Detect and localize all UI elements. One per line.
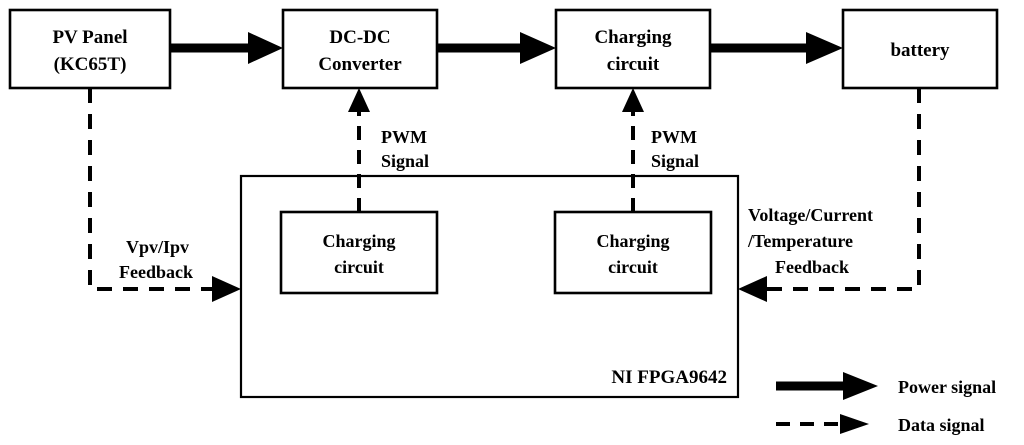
dc-dc-converter-block: DC-DC Converter — [281, 8, 439, 90]
charging-circuit-label-line1: Charging — [594, 27, 672, 48]
dc-dc-converter-label-line2: Converter — [318, 54, 402, 75]
battery-block: battery — [841, 8, 999, 90]
pwm-signal-left-label: PWM Signal — [381, 127, 429, 171]
power-arrow-converter-to-charging — [437, 32, 556, 64]
pwm-signal-right-line2: Signal — [651, 151, 699, 171]
inner-charging-circuit-2-label-line2: circuit — [608, 257, 658, 277]
vpv-ipv-feedback-line2: Feedback — [119, 262, 193, 282]
vct-feedback-line3: Feedback — [775, 257, 849, 277]
vpv-ipv-feedback-label: Vpv/Ipv Feedback — [119, 237, 193, 282]
voltage-current-temperature-feedback-label: Voltage/Current /Temperature Feedback — [747, 205, 873, 277]
vct-feedback-line1: Voltage/Current — [748, 205, 873, 225]
ni-fpga-container: NI FPGA9642 — [239, 174, 740, 399]
pwm-signal-right-label: PWM Signal — [651, 127, 699, 171]
inner-charging-circuit-1-label-line1: Charging — [322, 231, 395, 251]
inner-charging-circuit-2-label-line1: Charging — [596, 231, 669, 251]
charging-circuit-block: Charging circuit — [554, 8, 712, 90]
vpv-ipv-feedback-line1: Vpv/Ipv — [126, 237, 189, 257]
inner-charging-circuit-1-label-line2: circuit — [334, 257, 384, 277]
voltage-current-temperature-feedback-path — [738, 88, 921, 302]
legend-data-signal-label: Data signal — [898, 415, 985, 435]
legend-data-signal-arrow — [776, 414, 869, 434]
inner-charging-circuit-2-block: Charging circuit — [553, 210, 713, 295]
power-arrow-charging-to-battery — [710, 32, 843, 64]
pv-panel-block: PV Panel (KC65T) — [8, 8, 172, 90]
dc-dc-converter-label-line1: DC-DC — [329, 27, 390, 48]
vpv-ipv-feedback-path — [88, 88, 241, 302]
legend-power-signal-label: Power signal — [898, 377, 996, 397]
vct-feedback-line2: /Temperature — [747, 231, 853, 251]
pwm-signal-right-arrow — [622, 88, 644, 212]
ni-fpga-label: NI FPGA9642 — [611, 367, 727, 388]
power-arrow-pv-to-converter — [170, 32, 283, 64]
pwm-signal-left-line2: Signal — [381, 151, 429, 171]
inner-charging-circuit-1-block: Charging circuit — [279, 210, 439, 295]
charging-circuit-label-line2: circuit — [607, 54, 660, 75]
pwm-signal-left-line1: PWM — [381, 127, 427, 147]
pwm-signal-left-arrow — [348, 88, 370, 212]
legend: Power signal Data signal — [776, 372, 996, 435]
battery-label: battery — [890, 40, 950, 61]
pv-panel-label-line1: PV Panel — [52, 27, 127, 48]
legend-power-signal-arrow — [776, 372, 878, 400]
pv-panel-label-line2: (KC65T) — [54, 54, 127, 75]
pwm-signal-right-line1: PWM — [651, 127, 697, 147]
